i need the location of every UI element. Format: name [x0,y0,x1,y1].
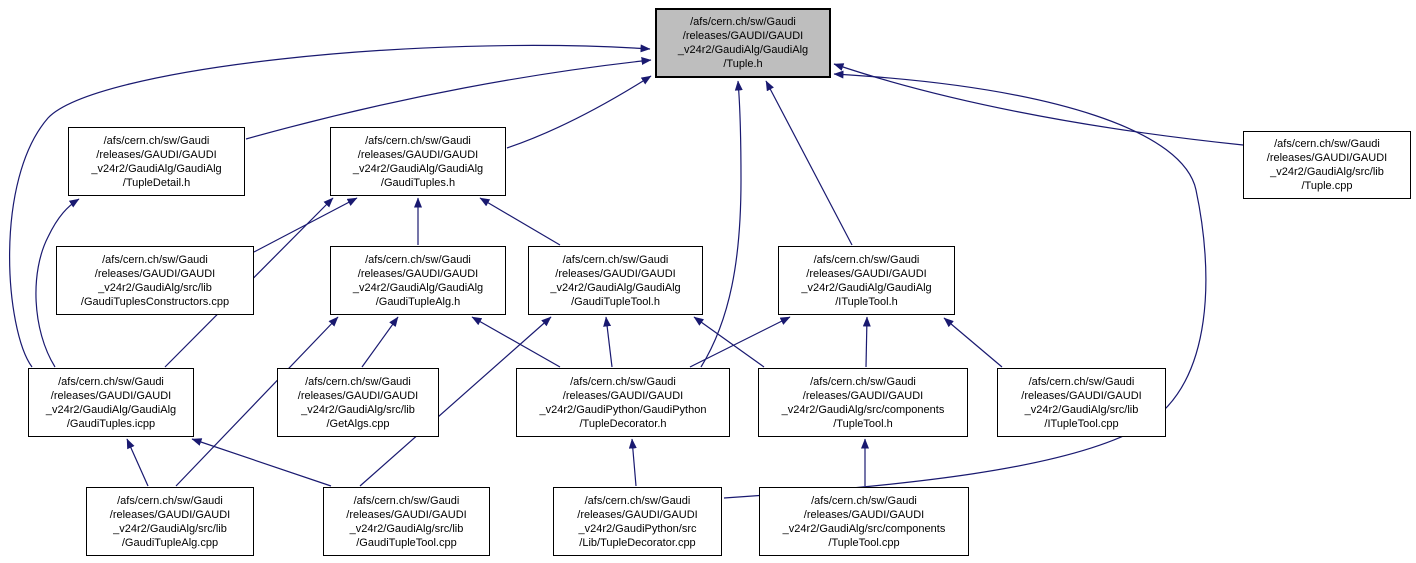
node-getalgs-cpp[interactable]: /afs/cern.ch/sw/Gaudi /releases/GAUDI/GA… [277,368,439,437]
node-gauditupletool-cpp[interactable]: /afs/cern.ch/sw/Gaudi /releases/GAUDI/GA… [323,487,490,556]
edge-tupledecorator-h-to-itupletool-h [689,316,791,368]
node-label-tupledetail-h: /afs/cern.ch/sw/Gaudi /releases/GAUDI/GA… [91,134,222,189]
node-gaudituplealg-h[interactable]: /afs/cern.ch/sw/Gaudi /releases/GAUDI/GA… [330,246,506,315]
edge-tuple-cpp-to-tuple-h [833,63,1244,146]
node-gauditupletool-h[interactable]: /afs/cern.ch/sw/Gaudi /releases/GAUDI/GA… [528,246,703,315]
edge-getalgs-cpp-to-gaudituplealg-h [361,316,399,368]
edge-gaudituplesconstructors-cpp-to-gaudituples-h [253,197,358,253]
node-label-gaudituplesconstructors-cpp: /afs/cern.ch/sw/Gaudi /releases/GAUDI/GA… [80,253,230,308]
node-label-gaudituplealg-h: /afs/cern.ch/sw/Gaudi /releases/GAUDI/GA… [352,253,484,308]
node-tupletool-cpp[interactable]: /afs/cern.ch/sw/Gaudi /releases/GAUDI/GA… [759,487,969,556]
edge-tupledecorator-h-to-gaudituplealg-h [471,316,561,368]
edge-itupletool-h-to-tuple-h [765,80,853,246]
node-tuple-h[interactable]: /afs/cern.ch/sw/Gaudi /releases/GAUDI/GA… [655,8,831,78]
node-tuple-cpp[interactable]: /afs/cern.ch/sw/Gaudi /releases/GAUDI/GA… [1243,131,1411,199]
node-label-getalgs-cpp: /afs/cern.ch/sw/Gaudi /releases/GAUDI/GA… [297,375,419,430]
edge-tupletool-h-to-gauditupletool-h [693,316,765,368]
node-gaudituples-h[interactable]: /afs/cern.ch/sw/Gaudi /releases/GAUDI/GA… [330,127,506,196]
edge-tupledecorator-h-to-gauditupletool-h [603,316,613,368]
node-label-tupledecorator-h: /afs/cern.ch/sw/Gaudi /releases/GAUDI/GA… [539,375,707,430]
node-gaudituplesconstructors-cpp[interactable]: /afs/cern.ch/sw/Gaudi /releases/GAUDI/GA… [56,246,254,315]
edge-gaudituples-icpp-to-tuple-h [9,44,651,368]
edge-gauditupletool-h-to-gaudituples-h [479,197,561,246]
node-tupletool-h[interactable]: /afs/cern.ch/sw/Gaudi /releases/GAUDI/GA… [758,368,968,437]
node-label-gauditupletool-cpp: /afs/cern.ch/sw/Gaudi /releases/GAUDI/GA… [346,494,467,549]
edge-tupletool-h-to-itupletool-h [862,316,871,368]
node-label-tuple-h: /afs/cern.ch/sw/Gaudi /releases/GAUDI/GA… [677,16,809,70]
edge-gaudituplealg-cpp-to-gaudituples-icpp [126,438,149,487]
node-label-gauditupletool-h: /afs/cern.ch/sw/Gaudi /releases/GAUDI/GA… [550,253,681,308]
node-tupledetail-h[interactable]: /afs/cern.ch/sw/Gaudi /releases/GAUDI/GA… [68,127,245,196]
node-label-lib-tupledecorator-cpp: /afs/cern.ch/sw/Gaudi /releases/GAUDI/GA… [577,494,698,549]
node-label-tupletool-cpp: /afs/cern.ch/sw/Gaudi /releases/GAUDI/GA… [782,494,946,549]
node-itupletool-cpp[interactable]: /afs/cern.ch/sw/Gaudi /releases/GAUDI/GA… [997,368,1166,437]
node-gaudituplealg-cpp[interactable]: /afs/cern.ch/sw/Gaudi /releases/GAUDI/GA… [86,487,254,556]
node-label-itupletool-h: /afs/cern.ch/sw/Gaudi /releases/GAUDI/GA… [801,253,932,308]
edge-gaudituples-h-to-tuple-h [506,75,652,149]
node-label-tuple-cpp: /afs/cern.ch/sw/Gaudi /releases/GAUDI/GA… [1266,138,1388,192]
node-lib-tupledecorator-cpp[interactable]: /afs/cern.ch/sw/Gaudi /releases/GAUDI/GA… [553,487,722,556]
node-label-gaudituplealg-cpp: /afs/cern.ch/sw/Gaudi /releases/GAUDI/GA… [109,494,231,549]
node-gaudituples-icpp[interactable]: /afs/cern.ch/sw/Gaudi /releases/GAUDI/GA… [28,368,194,437]
node-label-tupletool-h: /afs/cern.ch/sw/Gaudi /releases/GAUDI/GA… [781,375,945,430]
edge-itupletool-cpp-to-itupletool-h [943,317,1003,368]
node-label-gaudituples-icpp: /afs/cern.ch/sw/Gaudi /releases/GAUDI/GA… [45,375,177,430]
node-itupletool-h[interactable]: /afs/cern.ch/sw/Gaudi /releases/GAUDI/GA… [778,246,955,315]
edge-tupledecorator-h-to-tuple-h [700,80,743,368]
node-tupledecorator-h[interactable]: /afs/cern.ch/sw/Gaudi /releases/GAUDI/GA… [516,368,730,437]
edge-gauditupletool-cpp-to-gaudituples-icpp [191,438,332,487]
node-label-gaudituples-h: /afs/cern.ch/sw/Gaudi /releases/GAUDI/GA… [352,134,484,189]
node-label-itupletool-cpp: /afs/cern.ch/sw/Gaudi /releases/GAUDI/GA… [1021,375,1142,430]
edge-lib-tupledecorator-cpp-to-tupledecorator-h [628,438,637,487]
